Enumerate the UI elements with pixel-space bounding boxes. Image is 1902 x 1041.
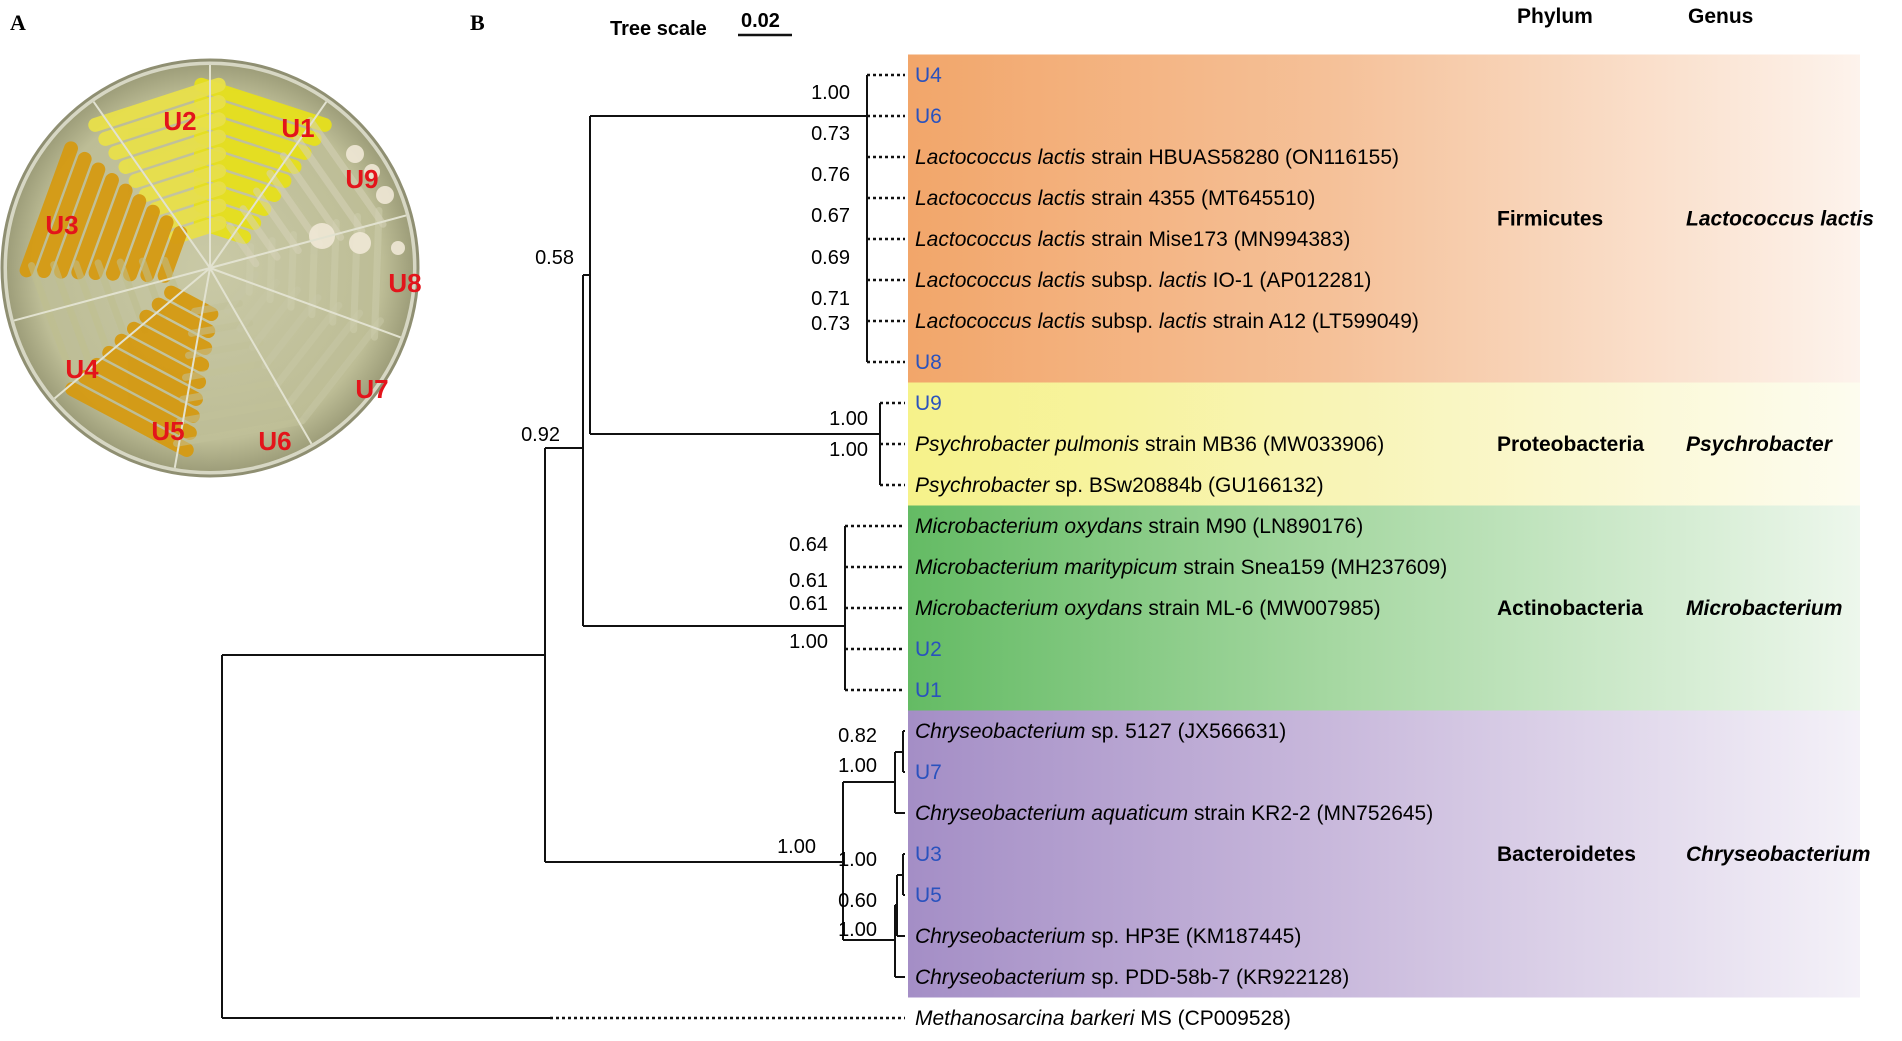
leaf-label-u2: U2 bbox=[915, 638, 942, 661]
bootstrap-value: 0.61 bbox=[789, 593, 828, 615]
plate-sector-divider bbox=[13, 267, 211, 322]
bootstrap-value: 1.00 bbox=[777, 836, 816, 858]
plate-sector-divider bbox=[173, 267, 211, 469]
leaf-label-u3: U3 bbox=[915, 843, 942, 866]
bootstrap-value: 0.58 bbox=[535, 247, 574, 269]
clade-phylum-label: Firmicutes bbox=[1497, 208, 1603, 231]
panel-b: B Tree scale 0.02 Phylum Genus U4U6Lacto… bbox=[221, 5, 1874, 1030]
plate-sector-divider bbox=[92, 101, 211, 269]
clade-band-proteobacteria bbox=[908, 382, 1860, 506]
plate-sector-divider bbox=[209, 267, 313, 445]
plate-label-u7: U7 bbox=[355, 374, 388, 404]
clade-band-bacteroidetes bbox=[908, 710, 1860, 998]
leaf-label-u9: U9 bbox=[915, 392, 942, 415]
plate-sector-divider bbox=[209, 267, 402, 339]
clade-phylum-label: Bacteroidetes bbox=[1497, 843, 1636, 866]
bootstrap-value: 1.00 bbox=[789, 631, 828, 653]
bootstrap-value: 0.73 bbox=[811, 313, 850, 335]
bootstrap-value: 0.73 bbox=[811, 123, 850, 145]
bootstrap-value: 0.61 bbox=[789, 570, 828, 592]
plate-label-u8: U8 bbox=[388, 268, 421, 298]
leaf-label-cs3: Chryseobacterium sp. PDD-58b-7 (KR922128… bbox=[915, 966, 1349, 989]
bootstrap-value: 1.00 bbox=[838, 849, 877, 871]
colony-streak-u9 bbox=[226, 116, 405, 268]
leaf-label-ps: Psychrobacter sp. BSw20884b (GU166132) bbox=[915, 474, 1324, 497]
tree-scale-label: Tree scale bbox=[610, 18, 707, 40]
bootstrap-value: 0.64 bbox=[789, 534, 828, 556]
leaf-label-ll5: Lactococcus lactis subsp. lactis strain … bbox=[915, 310, 1419, 333]
leaf-label-cs1: Chryseobacterium sp. 5127 (JX566631) bbox=[915, 720, 1286, 743]
plate-label-u9: U9 bbox=[345, 164, 378, 194]
leaf-label-mm: Microbacterium maritypicum strain Snea15… bbox=[915, 556, 1447, 579]
plate-sector-divider bbox=[209, 214, 407, 269]
bootstrap-value: 1.00 bbox=[811, 82, 850, 104]
bootstrap-value: 1.00 bbox=[829, 408, 868, 430]
panel-a-label: A bbox=[10, 10, 26, 35]
column-header-genus: Genus bbox=[1688, 5, 1753, 28]
leaf-label-u5: U5 bbox=[915, 884, 942, 907]
leaf-label-u4: U4 bbox=[915, 64, 942, 87]
bootstrap-value: 1.00 bbox=[829, 439, 868, 461]
clade-band-actinobacteria bbox=[908, 505, 1860, 711]
plate-label-u3: U3 bbox=[45, 210, 78, 240]
plate-label-u1: U1 bbox=[281, 113, 314, 143]
bootstrap-value: 1.00 bbox=[838, 919, 877, 941]
column-header-phylum: Phylum bbox=[1517, 5, 1593, 28]
leaf-label-mo1: Microbacterium oxydans strain M90 (LN890… bbox=[915, 515, 1363, 538]
bootstrap-value: 0.69 bbox=[811, 247, 850, 269]
clade-phylum-label: Actinobacteria bbox=[1497, 597, 1643, 620]
clade-genus-label: Microbacterium bbox=[1686, 597, 1842, 620]
clade-genus-label: Lactococcus lactis bbox=[1686, 208, 1874, 231]
leaf-label-ll2: Lactococcus lactis strain 4355 (MT645510… bbox=[915, 187, 1315, 210]
leaf-label-u6: U6 bbox=[915, 105, 942, 128]
bootstrap-value: 0.92 bbox=[521, 424, 560, 446]
leaf-label-mo2: Microbacterium oxydans strain ML-6 (MW00… bbox=[915, 597, 1381, 620]
leaf-label-mb: Methanosarcina barkeri MS (CP009528) bbox=[915, 1007, 1291, 1030]
plate-label-u6: U6 bbox=[258, 426, 291, 456]
tree-scale-value: 0.02 bbox=[741, 10, 780, 32]
clade-genus-label: Chryseobacterium bbox=[1686, 843, 1870, 866]
bootstrap-value: 0.71 bbox=[811, 288, 850, 310]
leaf-label-u7: U7 bbox=[915, 761, 942, 784]
leaf-label-u8: U8 bbox=[915, 351, 942, 374]
leaf-label-ll1: Lactococcus lactis strain HBUAS58280 (ON… bbox=[915, 146, 1399, 169]
bootstrap-value: 1.00 bbox=[838, 755, 877, 777]
leaf-label-cs2: Chryseobacterium sp. HP3E (KM187445) bbox=[915, 925, 1301, 948]
clade-phylum-label: Proteobacteria bbox=[1497, 433, 1644, 456]
leaf-label-ca: Chryseobacterium aquaticum strain KR2-2 … bbox=[915, 802, 1433, 825]
leaf-label-pp: Psychrobacter pulmonis strain MB36 (MW03… bbox=[915, 433, 1384, 456]
plate-label-u4: U4 bbox=[65, 354, 99, 384]
bootstrap-value: 0.76 bbox=[811, 164, 850, 186]
leaf-label-u1: U1 bbox=[915, 679, 942, 702]
bootstrap-value: 0.82 bbox=[838, 725, 877, 747]
bootstrap-value: 0.60 bbox=[838, 890, 877, 912]
plate-label-u5: U5 bbox=[151, 416, 184, 446]
leaf-label-ll4: Lactococcus lactis subsp. lactis IO-1 (A… bbox=[915, 269, 1371, 292]
plate-label-u2: U2 bbox=[163, 106, 196, 136]
clade-band-firmicutes bbox=[908, 54, 1860, 383]
panel-b-label: B bbox=[470, 10, 485, 35]
leaf-label-ll3: Lactococcus lactis strain Mise173 (MN994… bbox=[915, 228, 1350, 251]
clade-genus-label: Psychrobacter bbox=[1686, 433, 1834, 456]
plate-sector-divider bbox=[53, 267, 211, 400]
bootstrap-value: 0.67 bbox=[811, 205, 850, 227]
plate-sector-divider bbox=[209, 101, 328, 269]
